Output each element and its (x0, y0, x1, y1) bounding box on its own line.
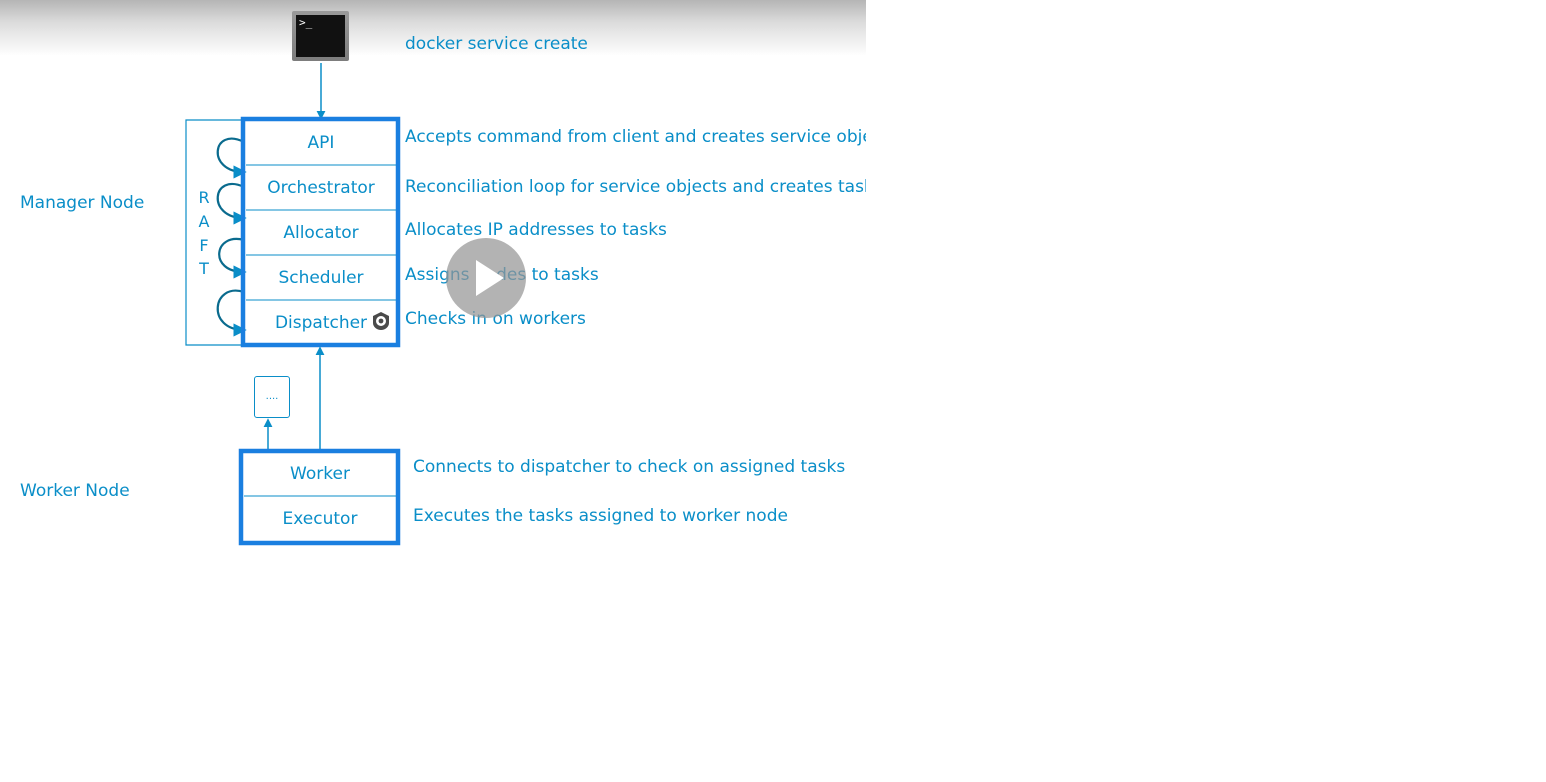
worker-box (238, 448, 401, 546)
raft-loop-2 (216, 183, 247, 225)
raft-loop-3 (218, 237, 247, 279)
terminal-icon: >_ (292, 11, 349, 61)
component-api: API (307, 133, 335, 153)
play-button[interactable] (446, 238, 526, 318)
component-orchestrator: Orchestrator (267, 178, 375, 198)
manager-node-label: Manager Node (20, 193, 145, 213)
component-executor: Executor (282, 509, 358, 529)
raft-loop-4 (216, 289, 247, 337)
description-dispatcher: Checks in on workers (405, 309, 586, 329)
description-worker: Connects to dispatcher to check on assig… (413, 457, 846, 477)
description-allocator: Allocates IP addresses to tasks (405, 220, 667, 240)
raft-letter-a: A (198, 212, 210, 231)
top-shade (0, 0, 866, 56)
description-api: Accepts command from client and creates … (405, 127, 866, 147)
diagram-lines (185, 63, 401, 546)
description-executor: Executes the tasks assigned to worker no… (413, 506, 788, 526)
raft-letter-t: T (199, 259, 209, 278)
component-dispatcher: Dispatcher (274, 313, 368, 333)
worker-node-label: Worker Node (20, 481, 130, 501)
manager-box (240, 116, 401, 348)
terminal-prompt: >_ (296, 15, 345, 57)
message-box: .... (254, 376, 290, 418)
raft-bracket (185, 119, 243, 346)
component-scheduler: Scheduler (278, 268, 364, 288)
raft-letter-f: F (199, 236, 209, 255)
dispatcher-icon (373, 312, 389, 330)
component-worker: Worker (290, 464, 350, 484)
video-frame[interactable]: >_ docker service create Manager Node Wo… (0, 0, 866, 560)
play-icon (476, 260, 504, 296)
command-label: docker service create (405, 34, 588, 54)
component-allocator: Allocator (283, 223, 359, 243)
description-orchestrator: Reconciliation loop for service objects … (405, 177, 866, 197)
raft-loop-1 (216, 137, 247, 179)
raft-letter-r: R (198, 188, 210, 207)
